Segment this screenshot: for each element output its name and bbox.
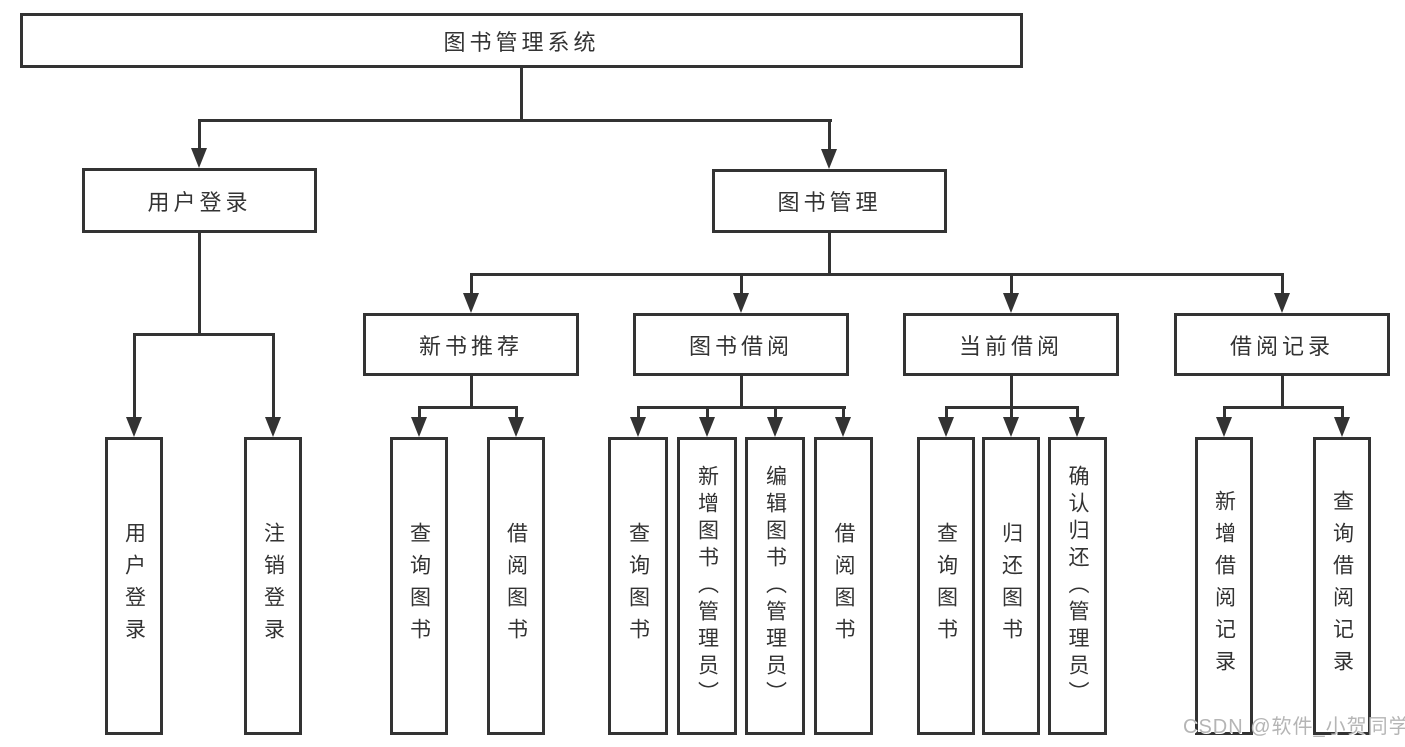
arrowhead-down-icon: [699, 417, 715, 437]
connector-drop-leaf: [1223, 406, 1226, 421]
arrowhead-down-icon: [733, 293, 749, 313]
leaf-user-login: 用户登录: [105, 437, 163, 735]
connector-drop-group: [740, 273, 743, 297]
arrowhead-down-icon: [1216, 417, 1232, 437]
arrowhead-down-icon: [938, 417, 954, 437]
connector-drop-leaf: [637, 406, 640, 421]
connector-group-rail: [1223, 406, 1344, 409]
connector-drop-leaf: [272, 333, 275, 421]
connector-book-management-stem: [828, 233, 831, 275]
leaf-add-books-admin: 新增图书（管理员）: [677, 437, 737, 735]
arrowhead-down-icon: [508, 417, 524, 437]
node-borrow-records: 借阅记录: [1174, 313, 1390, 376]
connector-drop-group: [1010, 273, 1013, 297]
leaf-logout: 注销登录: [244, 437, 302, 735]
connector-drop-leaf: [1076, 406, 1079, 421]
connector-group-rail: [418, 406, 518, 409]
arrowhead-down-icon: [1003, 417, 1019, 437]
arrowhead-down-icon: [767, 417, 783, 437]
node-book-borrow: 图书借阅: [633, 313, 849, 376]
arrowhead-down-icon: [821, 149, 837, 169]
leaf-query-books-borrow: 查询图书: [608, 437, 668, 735]
connector-drop-leaf: [945, 406, 948, 421]
connector-drop-group: [1281, 273, 1284, 297]
node-current-borrow: 当前借阅: [903, 313, 1119, 376]
node-book-management: 图书管理: [712, 169, 947, 233]
connector-group-stem: [1281, 376, 1284, 408]
arrowhead-down-icon: [265, 417, 281, 437]
connector-group-stem: [1010, 376, 1013, 408]
connector-drop-leaf: [774, 406, 777, 421]
connector-root-stem: [520, 66, 523, 122]
connector-group-stem: [470, 376, 473, 408]
connector-drop-leaf: [706, 406, 709, 421]
arrowhead-down-icon: [191, 148, 207, 168]
arrowhead-down-icon: [1069, 417, 1085, 437]
node-current-borrow-label: 当前借阅: [958, 333, 1063, 359]
connector-user-login-rail: [133, 333, 275, 336]
connector-drop-group: [470, 273, 473, 297]
node-new-book-recommend: 新书推荐: [363, 313, 579, 376]
arrowhead-down-icon: [835, 417, 851, 437]
arrowhead-down-icon: [1334, 417, 1350, 437]
connector-drop-book-management: [828, 119, 831, 152]
connector-drop-leaf: [1010, 406, 1013, 421]
csdn-watermark: CSDN @软件_小贺同学: [1183, 716, 1405, 738]
leaf-query-borrow-record: 查询借阅记录: [1313, 437, 1371, 735]
leaf-add-borrow-record: 新增借阅记录: [1195, 437, 1253, 735]
connector-drop-leaf: [842, 406, 845, 421]
arrowhead-down-icon: [630, 417, 646, 437]
connector-group-rail: [637, 406, 846, 409]
node-book-borrow-label: 图书借阅: [688, 333, 793, 359]
connector-drop-leaf: [1341, 406, 1344, 421]
leaf-edit-books-admin: 编辑图书（管理员）: [745, 437, 805, 735]
node-new-book-recommend-label: 新书推荐: [418, 333, 523, 359]
connector-drop-leaf: [418, 406, 421, 421]
arrowhead-down-icon: [1274, 293, 1290, 313]
arrowhead-down-icon: [1003, 293, 1019, 313]
leaf-borrow-books-recommend: 借阅图书: [487, 437, 545, 735]
connector-drop-leaf: [515, 406, 518, 421]
arrowhead-down-icon: [411, 417, 427, 437]
connector-group-stem: [740, 376, 743, 408]
leaf-query-books-recommend: 查询图书: [390, 437, 448, 735]
node-borrow-records-label: 借阅记录: [1229, 333, 1334, 359]
arrowhead-down-icon: [463, 293, 479, 313]
node-book-management-label: 图书管理: [777, 190, 882, 215]
connector-drop-leaf: [133, 333, 136, 421]
leaf-query-books-current: 查询图书: [917, 437, 975, 735]
node-user-login: 用户登录: [82, 168, 317, 233]
connector-book-management-rail: [470, 273, 1284, 276]
connector-user-login-stem: [198, 233, 201, 336]
leaf-borrow-books: 借阅图书: [814, 437, 873, 735]
leaf-return-books: 归还图书: [982, 437, 1040, 735]
connector-drop-user-login: [198, 119, 201, 151]
node-root: 图书管理系统: [20, 13, 1023, 68]
leaf-confirm-return-admin: 确认归还（管理员）: [1048, 437, 1107, 735]
node-user-login-label: 用户登录: [147, 189, 252, 215]
arrowhead-down-icon: [126, 417, 142, 437]
node-root-label: 图书管理系统: [443, 29, 600, 55]
connector-root-rail: [198, 119, 832, 122]
